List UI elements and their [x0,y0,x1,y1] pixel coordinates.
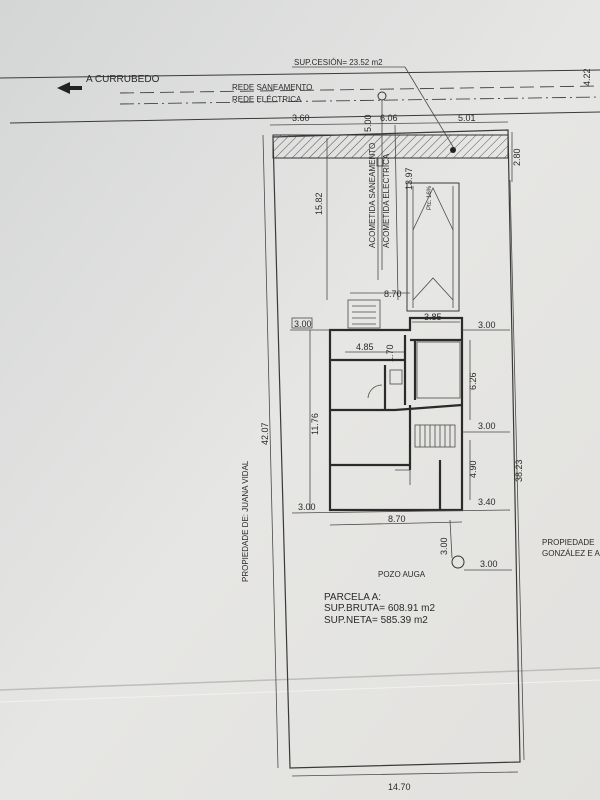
well-label: POZO AUGA [378,570,426,579]
dim-house-top-width: 8.70 [384,289,402,299]
dim-corridor-depth: 1.70 [385,344,395,362]
ramp-slope-label: Ptc. 16% [427,185,433,210]
dim-house-right-lower: 4.90 [468,460,478,478]
road-area: A CURRUBEDO REDE SANEAMENTO REDE ELÉCTRI… [0,58,600,151]
dim-house-bottom-width: 8.70 [388,514,406,524]
dim-well-offset: 3.00 [439,537,449,555]
dim-well-side: 3.00 [480,559,498,569]
parcel-boundary [272,91,521,769]
dim-right-depth: 38.23 [514,459,524,482]
dim-top-b: 6.06 [380,113,398,123]
dim-house-right-depth: 6.26 [468,372,478,390]
cession-marker [450,147,456,153]
dim-stair-side: 3.00 [478,421,496,431]
road-direction-label: A CURRUBEDO [86,74,160,85]
dim-top-a: 5.00 [363,114,373,132]
right-neighbour-line1: PROPIEDADE [542,538,594,547]
parcel-net-area: SUP.NETA= 585.39 m2 [324,615,428,626]
left-neighbour-label: PROPIEDADE DE: JUANA VIDAL [241,460,250,582]
well-icon [451,555,465,569]
dim-front-strip: 2.80 [512,148,522,166]
right-edge-dim: 4.22 [582,68,592,86]
sewer-connection-label: ACOMETIDA SANEAMENTO [368,143,377,248]
dim-top-c: 5.01 [458,113,476,123]
parcel-title: PARCELA A: [324,592,381,603]
arrow-left-icon [57,82,82,94]
electric-connection-label: ACOMETIDA ELECTRICA [382,153,391,248]
dim-bottom-right: 3.40 [478,497,496,507]
house-plan: 8.70 3.00 3.85 3.00 4.85 1.70 6.26 [290,289,511,526]
dim-garage-width: 3.85 [424,312,442,322]
right-neighbour: PROPIEDADE GONZÁLEZ E A [542,538,600,558]
service-connections: 15.82 13.97 ACOMETIDA SANEAMENTO ACOMETI… [314,124,414,301]
top-dimensions: 3.60 5.00 6.06 5.01 2.80 [269,113,522,182]
driveway-ramp: Ptc. 16% [406,182,460,312]
paper-fold [0,667,600,691]
dim-bottom-left: 3.00 [298,502,316,512]
cession-hatch [272,134,509,159]
right-neighbour-line2: GONZÁLEZ E A [542,549,600,558]
dim-setback-service: 13.97 [404,167,414,190]
electric-line-label: REDE ELÉCTRICA [232,95,302,104]
overall-dimensions: 42.07 PROPIEDADE DE: JUANA VIDAL 38.23 1… [241,134,525,792]
sewer-line-label: REDE SANEAMENTO [232,83,312,92]
dim-house-depth: 11.76 [310,413,320,435]
dim-top-left: 3.60 [292,113,310,123]
dim-corridor-width: 4.85 [356,342,374,352]
parcel-summary: PARCELA A: SUP.BRUTA= 608.91 m2 SUP.NETA… [324,592,436,626]
dim-setback-total: 15.82 [314,192,324,215]
parcel-gross-area: SUP.BRUTA= 608.91 m2 [324,603,436,614]
dim-parcel-depth: 42.07 [260,422,270,445]
cession-area-label: SUP.CESIÓN= 23.52 m2 [294,58,383,67]
water-well: 3.00 3.00 POZO AUGA [378,519,512,579]
dim-house-side-left: 3.00 [294,319,312,329]
dim-parcel-width: 14.70 [388,782,411,792]
dim-garage-side: 3.00 [478,320,496,330]
